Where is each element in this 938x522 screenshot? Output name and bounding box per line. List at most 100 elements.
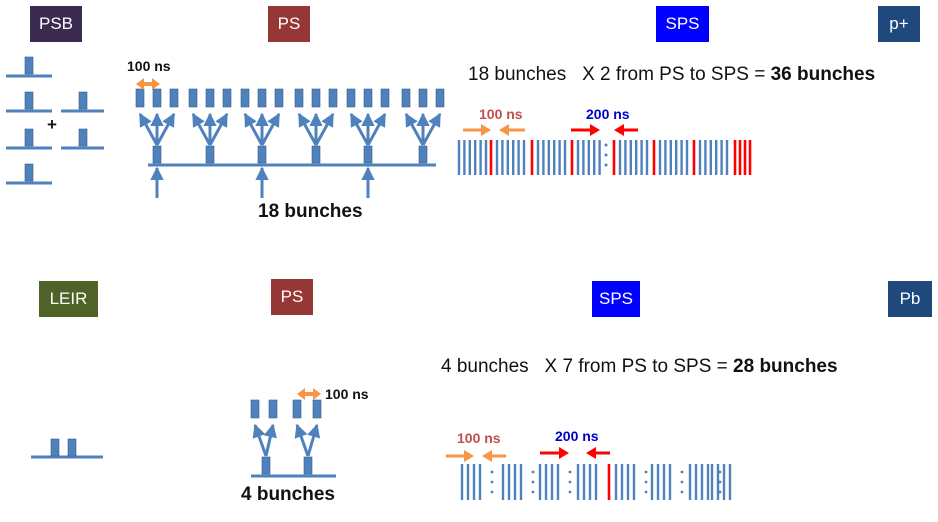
ps-bottom-parent-bunch xyxy=(261,456,271,475)
sps-bottom-dot xyxy=(490,490,494,494)
ps-bottom-child-bunch xyxy=(268,399,278,419)
ps-top-bunch-count: 18 bunches xyxy=(258,201,363,222)
top-summary-prefix: 18 bunches xyxy=(468,64,567,85)
sps-top-spacing-arrows xyxy=(463,124,638,136)
ps-bottom-spacing-label: 100 ns xyxy=(325,386,369,402)
split-arrow xyxy=(208,112,229,146)
sps-bottom-dot xyxy=(644,490,648,494)
sps-bottom-dot xyxy=(680,470,684,474)
ps-top-parent-bunch xyxy=(418,145,428,164)
ps-top-child-bunch xyxy=(222,88,232,108)
ps-top-child-bunch xyxy=(240,88,250,108)
split-arrow xyxy=(260,112,281,146)
ps-top-spacing-label: 100 ns xyxy=(127,58,171,74)
split-arrow xyxy=(138,112,159,146)
ps-top-child-bunch xyxy=(274,88,284,108)
leir-bunches xyxy=(31,438,103,459)
ps-top-child-bunch xyxy=(205,88,215,108)
ps-label-top: PS xyxy=(268,6,310,42)
ps-top-splitting-tree xyxy=(135,88,445,198)
split-arrow xyxy=(314,112,335,146)
psb-label: PSB xyxy=(30,6,82,42)
split-arrow xyxy=(349,112,370,146)
ps-top-child-bunch xyxy=(188,88,198,108)
psb-bunches xyxy=(6,56,104,185)
ps-bottom-splitting-tree xyxy=(250,399,336,478)
bottom-summary-result: 28 bunches xyxy=(733,356,838,377)
ps-top-child-bunch xyxy=(311,88,321,108)
orange-spacing-marker-bottom xyxy=(297,388,321,400)
bottom-summary-multiplier: X 7 from PS to SPS = xyxy=(544,356,728,377)
sps-bottom-dot xyxy=(568,470,572,474)
lead-label: Pb xyxy=(888,281,932,317)
split-arrow xyxy=(263,423,277,457)
ps-top-child-bunch xyxy=(435,88,445,108)
sps-label-bottom: SPS xyxy=(592,281,640,317)
bottom-summary-prefix: 4 bunches xyxy=(441,356,529,377)
sps-bottom-dot xyxy=(531,470,535,474)
sps-top-dot xyxy=(604,143,608,147)
sps-bottom-100ns-label: 100 ns xyxy=(457,430,501,446)
sps-bottom-dot xyxy=(680,490,684,494)
sps-bottom-dot xyxy=(490,480,494,484)
sps-top-100ns-label: 100 ns xyxy=(479,106,523,122)
ps-top-child-bunch xyxy=(294,88,304,108)
ps-top-child-bunch xyxy=(380,88,390,108)
ps-bottom-child-bunch xyxy=(250,399,260,419)
split-arrow xyxy=(252,423,268,457)
proton-label: p+ xyxy=(878,6,920,42)
sps-bottom-dot xyxy=(644,480,648,484)
sps-top-dot xyxy=(604,153,608,157)
split-arrow xyxy=(297,112,318,146)
ps-top-child-bunch xyxy=(346,88,356,108)
split-arrow xyxy=(306,423,321,457)
split-arrow xyxy=(155,112,176,146)
sps-bottom-dot xyxy=(644,470,648,474)
ps-top-parent-bunch xyxy=(257,145,267,164)
ps-top-parent-bunch xyxy=(205,145,215,164)
ps-bottom-parent-bunch xyxy=(303,456,313,475)
sps-bottom-dot xyxy=(568,480,572,484)
ps-bottom-child-bunch xyxy=(312,399,322,419)
sps-bottom-dot xyxy=(531,490,535,494)
sps-bottom-dot xyxy=(490,470,494,474)
sps-bottom-bunch-train xyxy=(460,464,732,500)
split-arrow xyxy=(366,112,387,146)
ps-top-child-bunch xyxy=(257,88,267,108)
top-summary-line: 18 bunches X 2 from PS to SPS = 36 bunch… xyxy=(468,64,875,86)
ps-label-bottom: PS xyxy=(271,279,313,315)
split-arrow xyxy=(404,112,425,146)
split-arrow xyxy=(191,112,212,146)
ps-top-child-bunch xyxy=(401,88,411,108)
sps-bottom-dot xyxy=(568,490,572,494)
ps-top-child-bunch xyxy=(418,88,428,108)
top-summary-multiplier: X 2 from PS to SPS = xyxy=(582,64,766,85)
ps-top-child-bunch xyxy=(328,88,338,108)
sps-top-200ns-label: 200 ns xyxy=(586,106,630,122)
sps-bottom-dot xyxy=(680,480,684,484)
sps-bottom-dot xyxy=(718,470,722,474)
bottom-summary-line: 4 bunches X 7 from PS to SPS = 28 bunche… xyxy=(441,356,838,378)
sps-bottom-dot xyxy=(718,480,722,484)
sps-top-dot xyxy=(604,163,608,167)
ps-top-child-bunch xyxy=(169,88,179,108)
ps-bottom-bunch-count: 4 bunches xyxy=(241,484,335,505)
top-summary-result: 36 bunches xyxy=(770,64,876,85)
sps-bottom-dot xyxy=(531,480,535,484)
leir-label: LEIR xyxy=(39,281,98,317)
ps-top-child-bunch xyxy=(135,88,145,108)
orange-spacing-marker-top xyxy=(136,78,160,90)
sps-bottom-spacing-arrows xyxy=(446,447,610,462)
split-arrow xyxy=(421,112,442,146)
split-arrow xyxy=(294,423,310,457)
sps-bottom-200ns-label: 200 ns xyxy=(555,428,599,444)
split-arrow xyxy=(243,112,264,146)
sps-label-top: SPS xyxy=(656,6,709,42)
psb-plus-sign: + xyxy=(47,115,57,134)
sps-top-bunch-train xyxy=(457,140,752,175)
ps-top-parent-bunch xyxy=(311,145,321,164)
ps-top-parent-bunch xyxy=(363,145,373,164)
ps-top-child-bunch xyxy=(363,88,373,108)
ps-top-parent-bunch xyxy=(152,145,162,164)
